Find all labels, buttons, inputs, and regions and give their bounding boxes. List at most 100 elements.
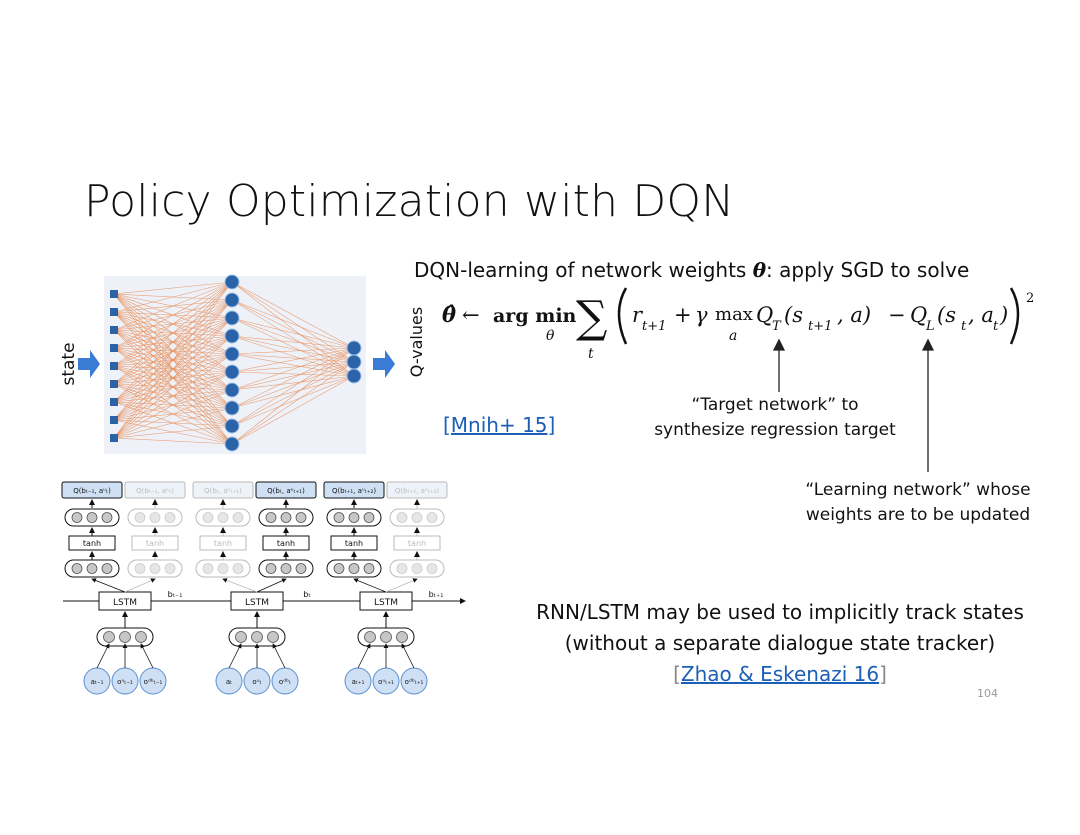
eq-sum: ∑: [576, 292, 607, 343]
eq-ql-args-sub2: t: [993, 319, 999, 334]
nn-edge: [231, 347, 355, 409]
nn-hidden-node: [224, 346, 240, 362]
rnn-note-line1: RNN/LSTM may be used to implicitly track…: [536, 600, 1024, 624]
learning-network-annotation: “Learning network” whose weights are to …: [783, 478, 1053, 528]
q-value-box: [323, 481, 385, 499]
q-value-label: Q(bₜ, aᵉₜ₊₁): [204, 487, 242, 495]
nn-hidden-node: [224, 364, 240, 380]
eq-argmin: arg min: [493, 305, 577, 327]
nn-edges: [113, 281, 355, 445]
tanh-label: tanh: [277, 539, 295, 548]
nn-edge: [231, 335, 355, 349]
observation-arrow: [272, 643, 286, 669]
lstm-to-stack-arrow: [385, 578, 418, 593]
dqn-equation: θ̂ ← arg min θ ∑ t r t+1 + γ max a Q T (…: [442, 287, 1034, 360]
lower-node: [134, 563, 146, 574]
lower-node: [396, 563, 408, 574]
hidden-node: [86, 512, 98, 523]
nn-input-node: [110, 290, 118, 298]
eq-right-paren: [1009, 287, 1020, 345]
observation-label: oᵈᵇₜ₋₁: [144, 678, 163, 686]
q-value-label: Q(bₜ₋₁, aᵘₜ): [73, 487, 111, 495]
tanh-box: [262, 535, 310, 551]
nn-input-node: [110, 344, 118, 352]
lower-node: [265, 563, 277, 574]
neural-network-figure: state Q-values: [60, 274, 426, 454]
observation-arrow: [140, 643, 154, 669]
subtitle-suffix: : apply SGD to solve: [766, 258, 970, 282]
hidden-node: [295, 512, 307, 523]
eq-qt-args-end: , a): [837, 303, 871, 327]
citation-zhao-link[interactable]: Zhao & Eskenazi 16: [680, 662, 880, 686]
nn-edge: [231, 375, 355, 391]
nn-output-node: [346, 340, 362, 356]
rnn-citation-open: [: [673, 662, 681, 686]
lower-node: [426, 563, 438, 574]
observation-label: oᵈᵇₜ₊₁: [405, 678, 424, 686]
observation-label: oᵘₜ₊₁: [378, 678, 394, 686]
input-node: [396, 631, 408, 643]
nn-edge: [231, 361, 355, 445]
nn-edge: [231, 347, 355, 355]
lstm-label: LSTM: [374, 598, 398, 608]
lower-node: [333, 563, 345, 574]
lower-node: [71, 563, 83, 574]
tanh-box: [330, 535, 378, 551]
nn-output-node: [346, 368, 362, 384]
tanh-label: tanh: [214, 539, 232, 548]
eq-qt-sub: T: [772, 319, 782, 334]
eq-argmin-sub: θ: [546, 328, 555, 344]
hidden-node: [363, 512, 375, 523]
citation-mnih-link[interactable]: [Mnih+ 15]: [443, 413, 556, 437]
nn-hidden-node: [224, 382, 240, 398]
hidden-node: [101, 512, 113, 523]
nn-edge: [231, 281, 355, 363]
nn-hidden-node: [224, 274, 240, 290]
input-node: [103, 631, 115, 643]
q-value-box: [386, 481, 448, 499]
input-node: [135, 631, 147, 643]
nn-input-node: [110, 362, 118, 370]
lower-node: [348, 563, 360, 574]
b-label: bₜ₋₁: [168, 590, 183, 599]
lstm-to-stack-arrow: [91, 578, 126, 593]
nn-nodes: [110, 274, 362, 452]
nn-edge: [113, 317, 233, 439]
hidden-node: [71, 512, 83, 523]
eq-ql: Q: [910, 303, 927, 327]
lower-node: [232, 563, 244, 574]
target-network-annotation: “Target network” to synthesize regressio…: [640, 393, 910, 443]
output-arrow-icon: [373, 350, 395, 378]
hidden-node: [232, 512, 244, 523]
subtitle-theta: θ: [752, 258, 767, 282]
nn-edge: [113, 371, 233, 439]
slide-title: Policy Optimization with DQN: [84, 176, 735, 227]
nn-edge: [113, 281, 233, 349]
rnn-note-line2: (without a separate dialogue state track…: [564, 631, 996, 655]
input-node: [364, 631, 376, 643]
eq-qt-args-sub: t+1: [808, 319, 832, 334]
hidden-node: [202, 512, 214, 523]
nn-edge: [231, 361, 355, 409]
state-label: state: [60, 342, 79, 385]
q-values-label: Q-values: [407, 307, 426, 377]
nn-input-node: [110, 416, 118, 424]
q-value-label: Q(bₜ₋₁, aᵉₜ): [136, 487, 174, 495]
eq-gamma: γ: [695, 303, 708, 327]
tanh-label: tanh: [345, 539, 363, 548]
observation-label: aₜ: [226, 678, 232, 686]
observation-arrow: [401, 643, 415, 669]
b-label: bₜ₊₁: [429, 590, 444, 599]
rnn-note: RNN/LSTM may be used to implicitly track…: [500, 597, 1060, 690]
eq-minus: −: [888, 303, 906, 327]
nn-edge: [113, 281, 233, 313]
nn-edge: [113, 281, 233, 439]
nn-edge: [231, 335, 355, 377]
eq-qt-args: (s: [784, 303, 803, 327]
input-node: [267, 631, 279, 643]
observation-arrow: [96, 643, 110, 669]
eq-r-sub: t+1: [642, 319, 666, 334]
tanh-box: [199, 535, 247, 551]
nn-input-node: [110, 434, 118, 442]
